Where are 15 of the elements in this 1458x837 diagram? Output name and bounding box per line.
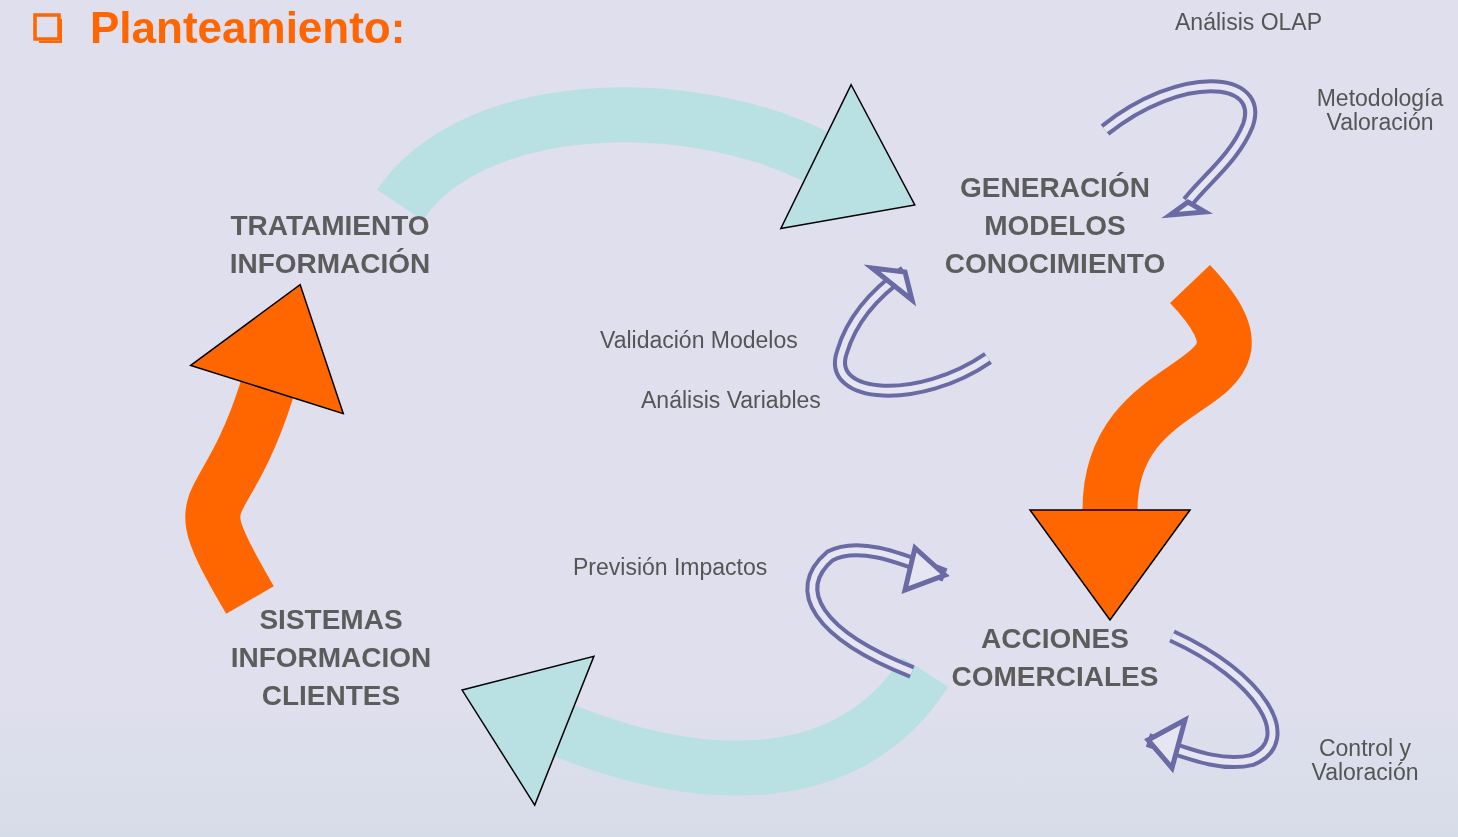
- stage-label: GENERACIÓN MODELOS CONOCIMIENTO: [915, 168, 1195, 284]
- stage-label: TRATAMIENTO INFORMACIÓN: [200, 205, 460, 285]
- annotation-label: Análisis Variables: [641, 388, 821, 412]
- block-arrow: [185, 284, 344, 614]
- block-arrow: [460, 654, 948, 807]
- block-arrow: [1029, 266, 1252, 621]
- annotation-label: Análisis OLAP: [1175, 10, 1322, 34]
- stage-label: ACCIONES COMERCIALES: [925, 620, 1185, 696]
- annotation-label: Validación Modelos: [600, 328, 798, 352]
- annotation-label: Metodología Valoración: [1315, 86, 1445, 134]
- block-arrow: [378, 82, 919, 231]
- title: Planteamiento:: [90, 2, 406, 54]
- annotation-label: Previsión Impactos: [573, 555, 768, 579]
- annotation-label: Control y Valoración: [1310, 736, 1420, 784]
- stage-label: SISTEMAS INFORMACION CLIENTES: [200, 600, 462, 716]
